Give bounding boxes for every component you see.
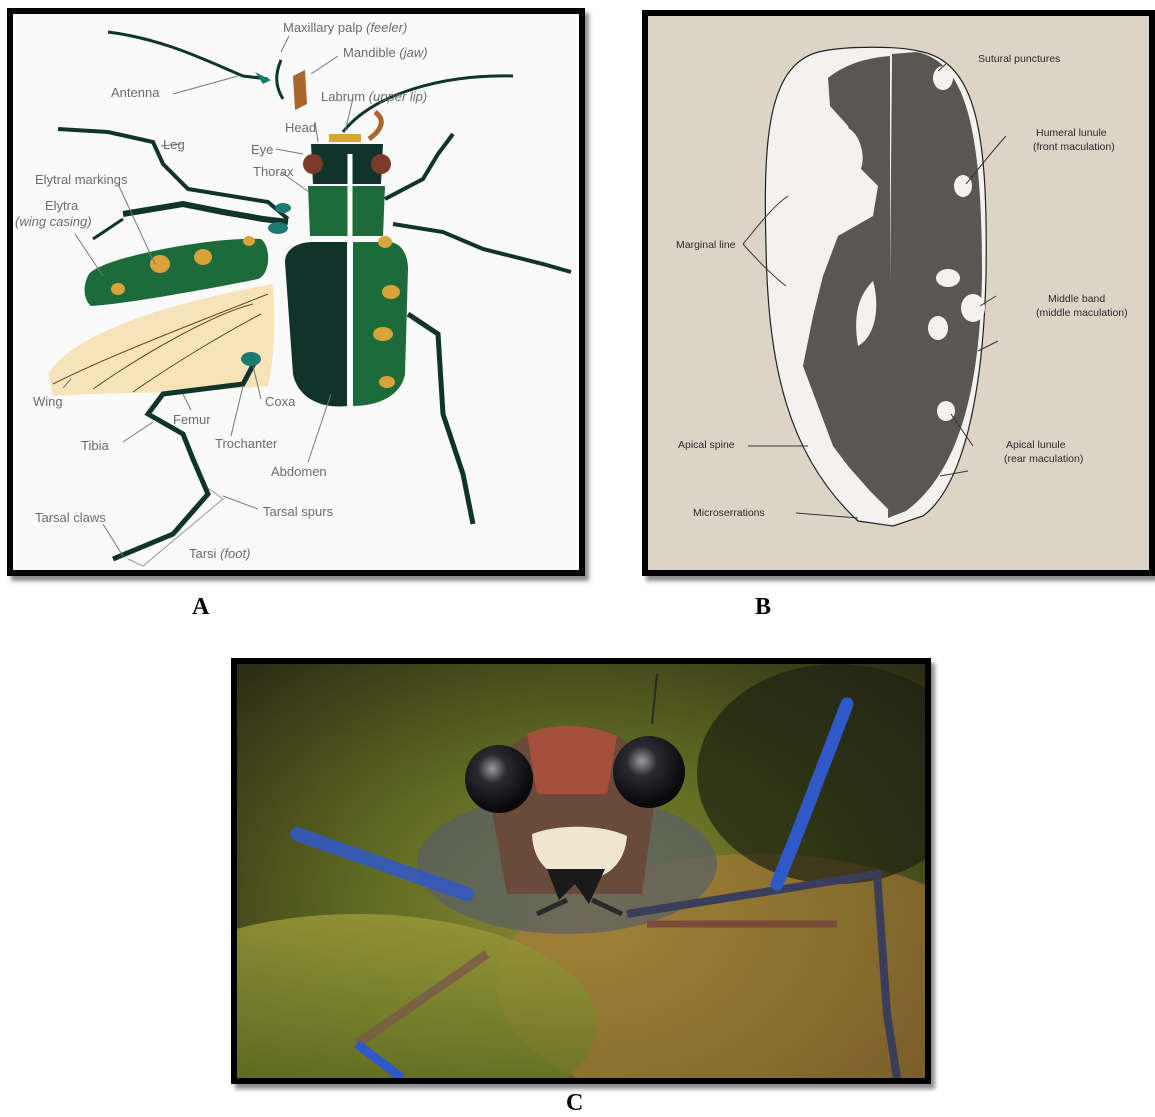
- label-thorax: Thorax: [253, 164, 294, 179]
- caption-b: B: [755, 594, 771, 621]
- label-tarsal-claws: Tarsal claws: [35, 510, 106, 525]
- label-humeral-lunule-note: (front maculation): [1033, 141, 1115, 153]
- panel-b-elytra-diagram: Sutural punctures Humeral lunule (front …: [642, 10, 1155, 576]
- label-antenna: Antenna: [111, 85, 160, 100]
- label-elytral-markings: Elytral markings: [35, 172, 128, 187]
- label-apical-lunule-note: (rear maculation): [1004, 453, 1083, 465]
- label-elytra-note: (wing casing): [15, 214, 92, 229]
- label-labrum: Labrum (upper lip): [321, 89, 427, 104]
- label-head: Head: [285, 120, 316, 135]
- label-tarsi: Tarsi (foot): [189, 546, 250, 561]
- label-microserrations: Microserrations: [693, 507, 765, 519]
- label-middle-band-note: (middle maculation): [1036, 307, 1128, 319]
- label-apical-lunule: Apical lunule: [1006, 439, 1066, 451]
- panel-c-beetle-photo: [231, 658, 931, 1084]
- label-humeral-lunule: Humeral lunule: [1036, 127, 1107, 139]
- label-wing: Wing: [33, 394, 63, 409]
- label-abdomen: Abdomen: [271, 464, 327, 479]
- label-elytra: Elytra: [45, 198, 79, 213]
- elytra-pattern-drawing: Sutural punctures Humeral lunule (front …: [648, 16, 1149, 570]
- label-marginal-line: Marginal line: [676, 239, 736, 251]
- label-leg: Leg: [163, 137, 185, 152]
- beetle-photo-illustration: [237, 664, 925, 1078]
- beetle-anatomy-illustration: Maxillary palp (feeler) Mandible (jaw) A…: [13, 14, 579, 570]
- label-trochanter: Trochanter: [215, 436, 278, 451]
- caption-c: C: [566, 1090, 583, 1117]
- label-sutural-punctures: Sutural punctures: [978, 53, 1060, 65]
- label-apical-spine: Apical spine: [678, 439, 735, 451]
- caption-a: A: [192, 594, 209, 621]
- label-eye: Eye: [251, 142, 273, 157]
- label-coxa: Coxa: [265, 394, 296, 409]
- label-mandible: Mandible (jaw): [343, 45, 428, 60]
- label-femur: Femur: [173, 412, 211, 427]
- label-middle-band: Middle band: [1048, 293, 1105, 305]
- label-maxillary-palp: Maxillary palp (feeler): [283, 20, 407, 35]
- label-tibia: Tibia: [81, 438, 109, 453]
- panel-a-beetle-anatomy: Maxillary palp (feeler) Mandible (jaw) A…: [7, 8, 585, 576]
- label-tarsal-spurs: Tarsal spurs: [263, 504, 334, 519]
